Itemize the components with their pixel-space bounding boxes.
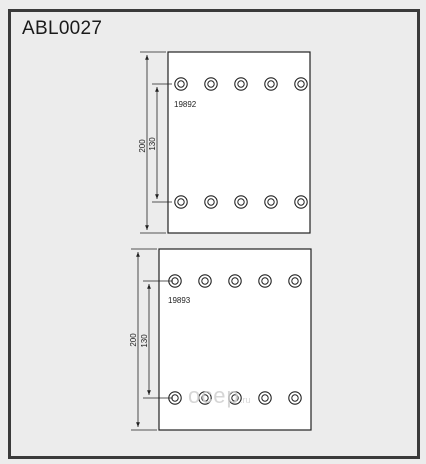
pad-1-overall-dimension: 200: [138, 139, 147, 153]
bolt-hole-outer: [264, 77, 278, 91]
bolt-hole-outer: [234, 77, 248, 91]
brake-lining-pad-1: 19892 200 130: [138, 51, 311, 234]
bolt-hole-inner: [297, 80, 305, 88]
bolt-hole-inner: [201, 394, 209, 402]
bolt-hole-outer: [234, 195, 248, 209]
bolt-hole-outer: [288, 274, 302, 288]
watermark-suffix: .ru: [240, 395, 251, 405]
bolt-hole-outer: [294, 77, 308, 91]
bolt-hole-inner: [237, 198, 245, 206]
bolt-hole-outer: [294, 195, 308, 209]
bolt-hole-inner: [177, 80, 185, 88]
pad-1-hole-spacing-dimension: 130: [148, 137, 157, 151]
bolt-hole-outer: [228, 274, 242, 288]
bolt-hole-outer: [204, 195, 218, 209]
bolt-hole-inner: [297, 198, 305, 206]
bolt-hole-outer: [288, 391, 302, 405]
bolt-hole-outer: [258, 274, 272, 288]
bolt-hole-inner: [267, 198, 275, 206]
brake-lining-pad-2: 19893 200 130: [129, 248, 312, 431]
pad-2-part-number: 19893: [168, 296, 191, 305]
watermark: ocep .ru: [188, 383, 251, 408]
bolt-hole-outer: [198, 391, 212, 405]
bolt-hole-outer: [228, 391, 242, 405]
bolt-hole-inner: [261, 394, 269, 402]
bolt-hole-inner: [207, 198, 215, 206]
pad-2-hole-spacing-dimension: 130: [140, 334, 149, 348]
bolt-hole-inner: [207, 80, 215, 88]
bolt-hole-inner: [267, 80, 275, 88]
pad-2-holes: [168, 274, 302, 405]
bolt-hole-inner: [177, 198, 185, 206]
bolt-hole-inner: [231, 394, 239, 402]
bolt-hole-outer: [204, 77, 218, 91]
bolt-hole-outer: [258, 391, 272, 405]
bolt-hole-inner: [291, 277, 299, 285]
drawing-title: ABL0027: [22, 18, 103, 39]
bolt-hole-inner: [231, 277, 239, 285]
bolt-hole-inner: [261, 277, 269, 285]
watermark-text: ocep: [188, 383, 240, 408]
bolt-hole-inner: [201, 277, 209, 285]
bolt-hole-inner: [237, 80, 245, 88]
pad-2-overall-dimension: 200: [129, 333, 138, 347]
bolt-hole-outer: [174, 195, 188, 209]
bolt-hole-outer: [174, 77, 188, 91]
pad-1-holes: [174, 77, 308, 209]
bolt-hole-outer: [198, 274, 212, 288]
bolt-hole-inner: [291, 394, 299, 402]
pad-1-part-number: 19892: [174, 100, 197, 109]
bolt-hole-outer: [264, 195, 278, 209]
